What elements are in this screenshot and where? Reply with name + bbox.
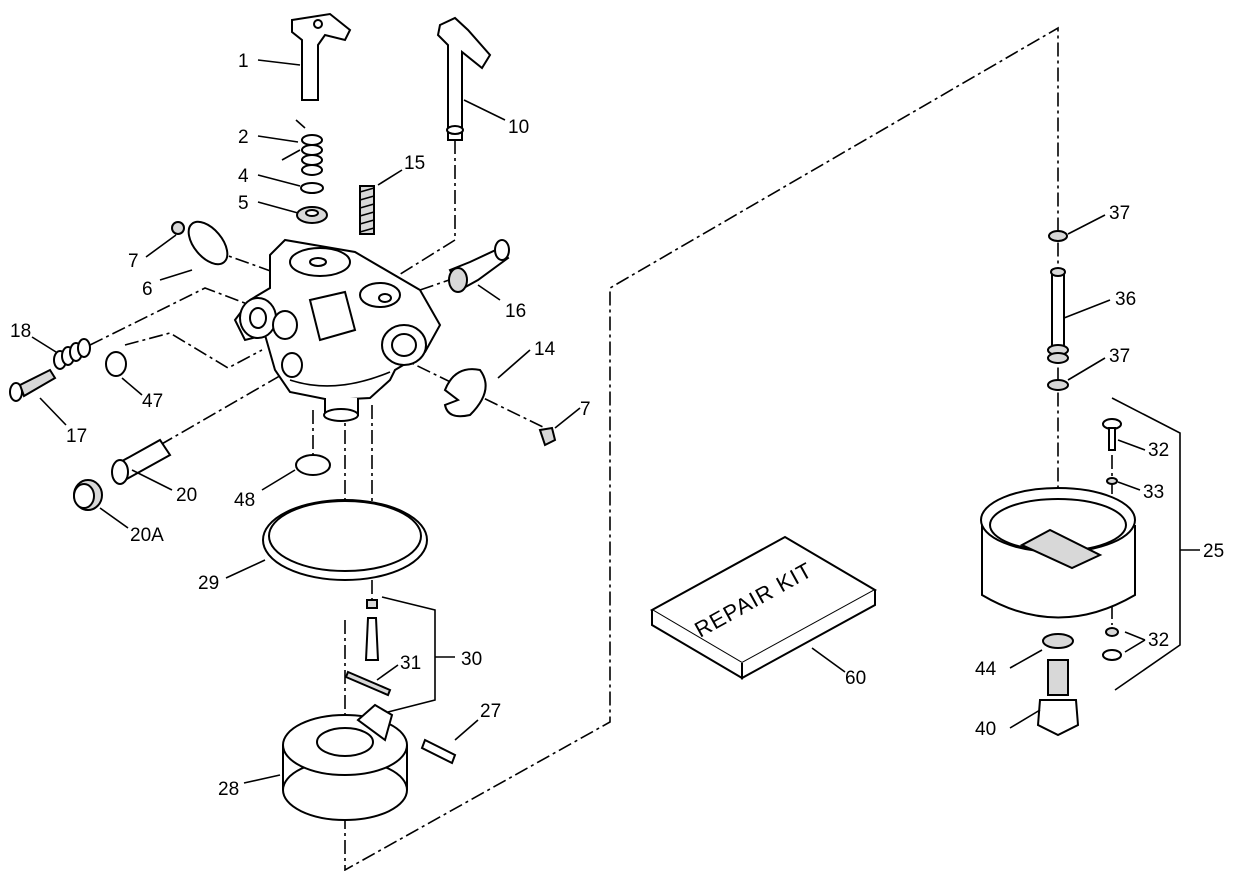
callout-2: 2 xyxy=(238,127,249,148)
part47-axis-line xyxy=(124,332,263,369)
part-callouts: 1 2 4 5 7 6 10 15 16 14 7 18 17 47 20 20… xyxy=(10,51,1224,800)
callout-33: 33 xyxy=(1143,482,1164,503)
part-32-drain-spring xyxy=(1102,627,1122,661)
part-14-choke-plate xyxy=(443,368,487,418)
carburetor-body xyxy=(233,238,442,422)
part-25-float-bowl xyxy=(980,487,1136,619)
part-33-washer xyxy=(1106,477,1118,485)
part-20-main-jet xyxy=(111,438,172,485)
callout-7-left: 7 xyxy=(128,251,139,272)
callout-32-bottom: 32 xyxy=(1148,630,1169,651)
callout-37-bottom: 37 xyxy=(1109,346,1130,367)
callout-30: 30 xyxy=(461,649,482,670)
callout-17: 17 xyxy=(66,426,87,447)
part-16-fuel-inlet xyxy=(448,239,510,293)
part-27-float-pin xyxy=(420,738,457,765)
callout-36: 36 xyxy=(1115,289,1136,310)
part-18-spring xyxy=(53,338,91,370)
part-60-repair-kit: REPAIR KIT xyxy=(649,535,878,680)
part-10-choke-shaft xyxy=(436,16,492,141)
callout-20a: 20A xyxy=(130,525,164,546)
part-7-screw-left xyxy=(171,221,185,235)
part-44-washer xyxy=(1042,633,1074,649)
callout-18: 18 xyxy=(10,321,31,342)
callout-48: 48 xyxy=(234,490,255,511)
part-47-welch-plug xyxy=(105,351,127,377)
callout-10: 10 xyxy=(508,117,529,138)
part-4-washer xyxy=(300,182,324,194)
part-31-hinge-pin xyxy=(344,670,392,697)
part-6-throttle-plate xyxy=(187,220,229,266)
callout-32-top: 32 xyxy=(1148,440,1169,461)
callout-29: 29 xyxy=(198,573,219,594)
leader-lines xyxy=(31,59,1200,784)
part-40-bowl-nut xyxy=(1036,659,1080,737)
part-30-inlet-needle xyxy=(364,599,380,661)
part20-axis-line xyxy=(159,369,291,446)
part-20a-cap xyxy=(73,479,103,511)
callout-60: 60 xyxy=(845,668,866,689)
callout-5: 5 xyxy=(238,193,249,214)
part-1-throttle-shaft xyxy=(291,12,352,101)
callout-16: 16 xyxy=(505,301,526,322)
part-28-float xyxy=(282,703,408,821)
part-36-needle-shaft xyxy=(1047,267,1069,364)
part18-axis-line xyxy=(89,287,251,346)
callout-40: 40 xyxy=(975,719,996,740)
part-37-washer-top xyxy=(1048,230,1068,242)
assembly-path-line xyxy=(344,26,1059,871)
part-29-bowl-gasket xyxy=(262,499,428,581)
callout-15: 15 xyxy=(404,153,425,174)
callout-4: 4 xyxy=(238,166,249,187)
callout-6: 6 xyxy=(142,279,153,300)
callout-44: 44 xyxy=(975,659,997,680)
part-32-drain-screw xyxy=(1102,418,1122,451)
part-5-seal xyxy=(296,206,328,224)
part10-axis-line xyxy=(377,140,456,289)
callout-28: 28 xyxy=(218,779,239,800)
callout-37-top: 37 xyxy=(1109,203,1130,224)
callout-47: 47 xyxy=(142,391,163,412)
callout-25: 25 xyxy=(1203,541,1224,562)
callout-7-right: 7 xyxy=(580,399,591,420)
callout-1: 1 xyxy=(238,51,249,72)
callout-20: 20 xyxy=(176,485,197,506)
part-15-spring xyxy=(359,185,375,235)
part-2-spring xyxy=(281,119,323,176)
callout-27: 27 xyxy=(480,701,501,722)
part-37-washer-bottom xyxy=(1047,379,1069,391)
part-7-screw-right xyxy=(538,426,557,447)
part-48-seal xyxy=(295,454,331,476)
callout-31: 31 xyxy=(400,653,421,674)
callout-14: 14 xyxy=(534,339,556,360)
part-17-idle-screw xyxy=(9,368,57,402)
